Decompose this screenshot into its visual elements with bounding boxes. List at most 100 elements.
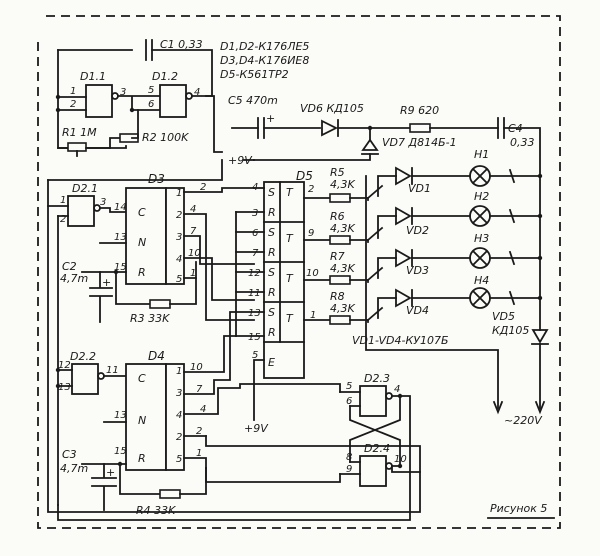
r5-label: R5 [330,166,345,179]
d1-1-label: D1.1 [80,70,106,83]
counter-d4 [125,363,167,471]
svg-text:+: + [106,466,115,479]
svg-text:4: 4 [394,384,400,395]
counter-d4-block: D4 C N R 13 15 1 3 4 2 5 10 7 4 2 1 C3 4… [60,311,341,517]
component-notes: D1,D2-К176ЛЕ5 D3,D4-К176ИЕ8 D5-К561ТР2 [220,40,309,81]
svg-text:7: 7 [252,248,259,259]
svg-text:13: 13 [114,232,127,243]
left-bus [47,205,421,513]
vd4-label: VD4 [406,304,429,317]
r7-label: R7 [330,250,345,263]
d2-4-label: D2.4 [364,442,390,455]
svg-text:7: 7 [196,384,203,395]
r6-value: 4,3K [330,222,355,235]
svg-text:1: 1 [60,195,66,206]
svg-text:5: 5 [346,381,352,392]
svg-text:3: 3 [120,87,126,98]
svg-text:15: 15 [248,332,261,343]
r6-label: R6 [330,210,345,223]
svg-text:R: R [138,266,146,279]
svg-text:3: 3 [252,208,258,219]
svg-text:1: 1 [190,268,196,279]
r2-label: R2 100K [142,131,189,144]
svg-text:13: 13 [58,382,71,393]
gate-d1-1 [85,84,113,118]
svg-text:4: 4 [200,404,206,415]
d5-label: D5 [296,169,313,183]
svg-text:5: 5 [148,85,154,96]
gate-d1-2 [159,84,187,118]
svg-text:T: T [286,312,294,325]
r9-label: R9 620 [400,104,439,117]
r3-resistor [149,299,171,309]
svg-text:3: 3 [176,232,182,243]
output-channels: R5 4,3K VD1 H1 R6 4,3K VD2 H2 R7 4,3K [303,148,549,427]
svg-text:1: 1 [196,448,202,459]
svg-text:3: 3 [176,388,182,399]
r4-resistor [159,489,181,499]
gate-d2-2 [71,363,99,395]
gate-d2-2-block: D2.2 12 13 11 [55,350,127,395]
counter-d3 [125,187,167,285]
vd6-diode [321,119,339,137]
vd5-type: КД105 [492,324,529,337]
h1-label: H1 [474,148,489,161]
svg-text:4: 4 [176,254,182,265]
latch-d2-3-d2-4: D2.3 5 6 4 D2.4 8 9 10 [57,372,421,521]
plus9v-top: +9V [228,154,253,167]
svg-text:12: 12 [58,360,71,371]
vd7-zener [361,138,379,155]
r7-resistor [329,275,351,285]
gate-d2-4 [359,455,387,487]
svg-text:1: 1 [176,188,182,199]
r4-label: R4 33K [136,504,176,517]
c3-label: C3 [62,448,77,461]
svg-text:10: 10 [188,248,201,259]
figure-caption: Рисунок 5 [490,502,547,515]
svg-text:9: 9 [308,228,314,239]
vd5-label: VD5 [492,310,515,323]
svg-text:13: 13 [114,410,127,421]
svg-text:2: 2 [308,184,314,195]
svg-text:T: T [286,272,294,285]
gate-d2-3 [359,385,387,417]
svg-text:5: 5 [252,350,258,361]
note-line-2: D3,D4-К176ИЕ8 [220,54,309,67]
svg-text:5: 5 [176,274,182,285]
svg-text:S: S [268,226,275,239]
svg-text:2: 2 [200,182,206,193]
gate-d2-1-block: D2.1 1 2 3 [47,159,223,506]
svg-text:4: 4 [194,87,200,98]
power-supply-block: C5 470m + VD6 КД105 R9 620 C4 0,33 VD7 Д… [228,94,541,331]
c4-value: 0,33 [510,136,535,149]
svg-text:T: T [286,232,294,245]
svg-text:3: 3 [100,197,106,208]
c2-value: 4,7m [60,272,88,285]
trigger-d5-block: D5 S R S R S R S R E T T T T 4 3 6 7 12 … [235,169,319,435]
h2-label: H2 [474,190,489,203]
vd3-label: VD3 [406,264,429,277]
svg-text:R: R [138,452,146,465]
svg-text:2: 2 [196,426,202,437]
svg-text:15: 15 [114,446,127,457]
d1-2-label: D1.2 [152,70,178,83]
svg-text:R: R [268,286,276,299]
svg-text:+: + [102,276,111,289]
svg-text:7: 7 [190,226,197,237]
svg-text:6: 6 [252,228,258,239]
vd5-diode [531,329,549,345]
d2-3-label: D2.3 [364,372,390,385]
vd7-label: VD7 Д814Б-1 [382,136,457,149]
svg-text:1: 1 [310,310,316,321]
r5-resistor [329,193,351,203]
svg-text:R: R [268,326,276,339]
note-line-1: D1,D2-К176ЛЕ5 [220,40,309,53]
r3-label: R3 33K [130,312,170,325]
svg-text:T: T [286,186,294,199]
r1-label: R1 1M [62,126,97,139]
vd1-vd4-type: VD1-VD4-КУ107Б [352,334,449,347]
svg-text:S: S [268,266,275,279]
svg-text:2: 2 [60,214,66,225]
vd1-label: VD1 [408,182,431,195]
vd2-label: VD2 [406,224,429,237]
